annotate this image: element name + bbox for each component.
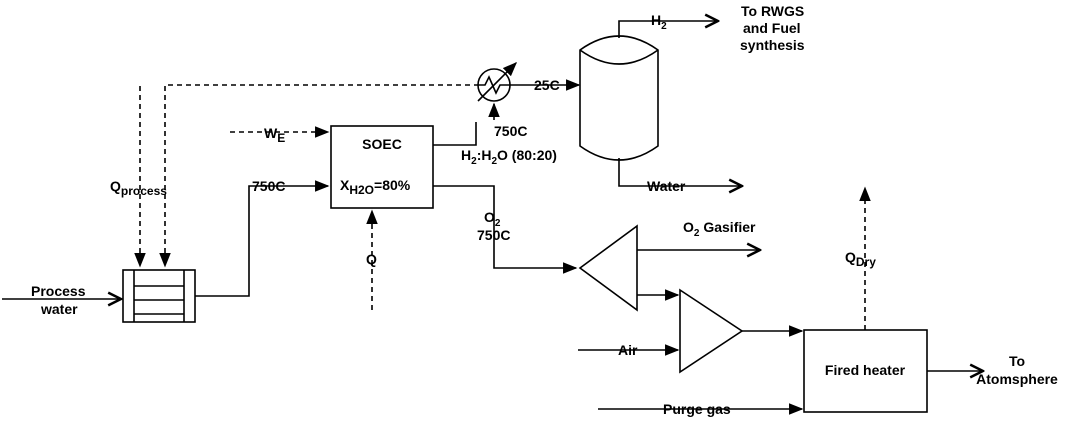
process-water-label-2: water	[40, 301, 78, 317]
q-dry-label: QDry	[845, 249, 876, 269]
o2-gasifier-label: O2 Gasifier	[683, 219, 756, 239]
o2-temp-label: 750C	[477, 227, 510, 243]
soec-title: SOEC	[362, 136, 402, 152]
preheater-exchanger	[122, 269, 196, 323]
water-out-label: Water	[647, 178, 686, 194]
water-out-line	[618, 158, 742, 186]
q-process-dashed-line-2	[159, 84, 479, 268]
cooler-icon	[477, 61, 518, 102]
h2-out-line	[618, 21, 718, 38]
temp-25c-label: 25C	[534, 77, 560, 93]
separator-vessel	[579, 35, 659, 161]
electric-work-label: WE	[264, 125, 285, 145]
o2-label: O2	[484, 209, 501, 229]
h2-h2o-ratio-label: H2:H2O (80:20)	[461, 147, 557, 167]
o2-splitter	[578, 224, 638, 312]
preheated-water-line	[195, 180, 330, 297]
to-rwgs-label-3: synthesis	[740, 37, 805, 53]
to-atmosphere-label-1: To	[1009, 353, 1025, 369]
h2-out-label: H2	[651, 12, 667, 32]
h2-product-line	[433, 122, 477, 146]
to-rwgs-label-2: and Fuel	[743, 20, 801, 36]
to-rwgs-label-1: To RWGS	[741, 3, 804, 19]
cooler-temp-label: 750C	[494, 123, 527, 139]
soec-conversion: XH2O=80%	[340, 177, 411, 197]
soec-box	[330, 125, 434, 209]
air-mixer	[679, 288, 744, 374]
q-process-label: Qprocess	[110, 178, 167, 198]
o2-stream-line	[433, 185, 578, 274]
purge-gas-label: Purge gas	[663, 401, 731, 417]
air-label: Air	[618, 342, 638, 358]
process-water-label-1: Process	[31, 283, 86, 299]
fired-heater-label: Fired heater	[825, 362, 906, 378]
inlet-temp-label: 750C	[252, 178, 285, 194]
q-soec-label: Q	[366, 251, 377, 267]
to-atmosphere-label-2: Atomsphere	[976, 371, 1058, 387]
